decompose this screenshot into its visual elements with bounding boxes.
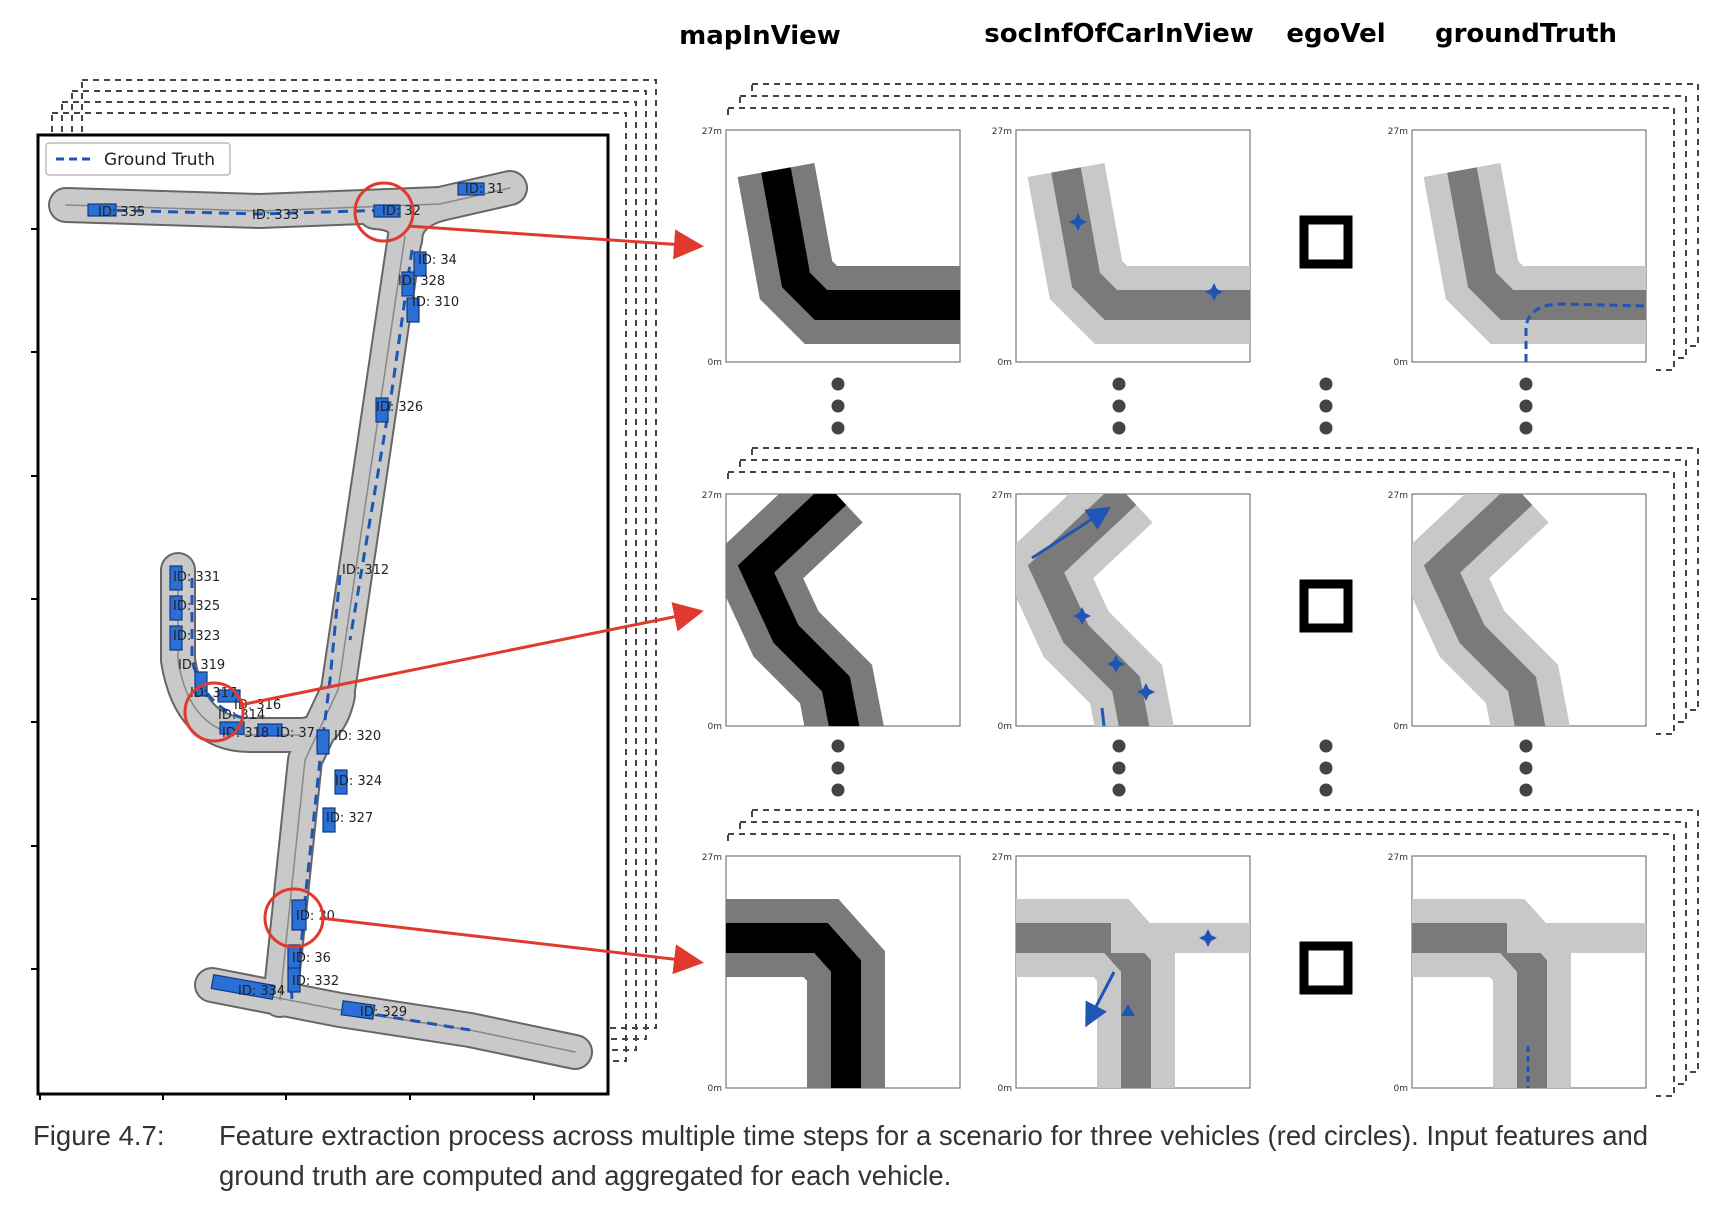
vehicle-label: ID: 34	[418, 253, 457, 268]
vehicle-id-labels: ID: 335 ID: 333 ID: 32 ID: 31 ID: 34 ID:…	[98, 182, 504, 1020]
time-step-row-3: 27m 0m 27m 0m 27m 0m	[702, 809, 1699, 1106]
caption-text: Feature extraction process across multip…	[219, 1120, 1649, 1191]
vehicle-label: ID: 323	[173, 629, 220, 644]
tick-bottom: 0m	[1394, 358, 1409, 368]
vehicle-label: ID: 32	[382, 204, 421, 219]
tick-bottom: 0m	[1394, 722, 1409, 732]
tick-bottom: 0m	[708, 1084, 723, 1094]
tick-top: 27m	[992, 127, 1012, 137]
panel-gt: 27m 0m	[1388, 127, 1647, 368]
tick-top: 27m	[992, 491, 1012, 501]
panel-soc: 27m 0m	[992, 491, 1251, 732]
vehicle-label: ID: 333	[252, 208, 299, 223]
tick-top: 27m	[702, 853, 722, 863]
vehicle-label: ID: 331	[173, 570, 220, 585]
vehicle-label: ID: 329	[360, 1005, 407, 1020]
vehicle-label: ID: 317	[190, 686, 237, 701]
vehicle-label: ID: 334	[238, 984, 285, 999]
link-arrows	[239, 224, 704, 975]
header-map-in-view: mapInView	[679, 21, 841, 51]
vehicle-label: ID: 312	[342, 563, 389, 578]
panel-map: 27m 0m	[702, 853, 961, 1094]
panel-ego	[1299, 941, 1353, 995]
vehicle-label: ID: 30	[296, 909, 335, 924]
vehicle-label: ID: 37	[276, 726, 315, 741]
panel-gt: 27m 0m	[1388, 853, 1647, 1094]
vehicle-label: ID: 316	[234, 698, 281, 713]
tick-top: 27m	[992, 853, 1012, 863]
tick-bottom: 0m	[998, 722, 1013, 732]
vehicle-label: ID: 327	[326, 811, 373, 826]
header-ground-truth: groundTruth	[1435, 19, 1617, 49]
agent-marker	[1199, 929, 1217, 947]
header-soc-inf-of-car-in-view: socInfOfCarInView	[984, 19, 1254, 49]
panel-ego	[1299, 215, 1353, 269]
panel-gt: 27m 0m	[1388, 491, 1647, 732]
tick-bottom: 0m	[998, 1084, 1013, 1094]
scenario-map: ID: 335 ID: 333 ID: 32 ID: 31 ID: 34 ID:…	[31, 133, 704, 1100]
agent-marker	[1073, 607, 1091, 625]
header-ego-vel: egoVel	[1286, 19, 1385, 49]
panel-soc: 27m 0m	[992, 853, 1251, 1094]
caption-label: Figure 4.7:	[33, 1120, 165, 1151]
vehicle-label: ID: 324	[335, 774, 382, 789]
vehicle-label: ID: 318	[222, 726, 269, 741]
agent-marker	[1205, 283, 1223, 301]
map-legend: Ground Truth	[45, 142, 231, 176]
tick-bottom: 0m	[1394, 1084, 1409, 1094]
tick-bottom: 0m	[998, 358, 1013, 368]
vehicle-label: ID: 319	[178, 658, 225, 673]
vehicles	[87, 182, 485, 1020]
vehicle-label: ID: 328	[398, 274, 445, 289]
agent-marker	[1107, 655, 1125, 673]
panel-map: 27m 0m	[702, 491, 961, 732]
legend-label: Ground Truth	[104, 150, 215, 170]
figure-caption: Figure 4.7: Feature extraction process a…	[33, 1116, 1693, 1196]
panel-map: 27m 0m	[702, 127, 961, 368]
tick-bottom: 0m	[708, 722, 723, 732]
row-ellipses	[831, 377, 1533, 797]
vehicle-label: ID: 31	[465, 182, 504, 197]
panel-soc: 27m 0m	[992, 127, 1251, 368]
vehicle-label: ID: 332	[292, 974, 339, 989]
vehicle-label: ID: 310	[412, 295, 459, 310]
panel-ego	[1299, 579, 1353, 633]
tick-top: 27m	[702, 491, 722, 501]
tick-top: 27m	[702, 127, 722, 137]
agent-marker	[1137, 683, 1155, 701]
tick-top: 27m	[1388, 853, 1408, 863]
vehicle-label: ID: 335	[98, 205, 145, 220]
tick-top: 27m	[1388, 491, 1408, 501]
tick-top: 27m	[1388, 127, 1408, 137]
vehicle-label: ID: 36	[292, 951, 331, 966]
vehicle-label: ID: 320	[334, 729, 381, 744]
agent-marker	[1069, 213, 1087, 231]
tick-bottom: 0m	[708, 358, 723, 368]
time-step-row-2: 27m 0m 27m 0m 27m 0m	[702, 447, 1699, 744]
time-step-row-1: 27m 0m 27m 0m 27m 0m	[702, 83, 1699, 380]
vehicle-label: ID: 325	[173, 599, 220, 614]
time-step-rows: 27m 0m 27m 0m 27m 0m 27m 0m 27m 0m 27m 0m 27m 0m 27m 0m…	[702, 83, 1699, 1106]
vehicle-label: ID: 326	[376, 400, 423, 415]
